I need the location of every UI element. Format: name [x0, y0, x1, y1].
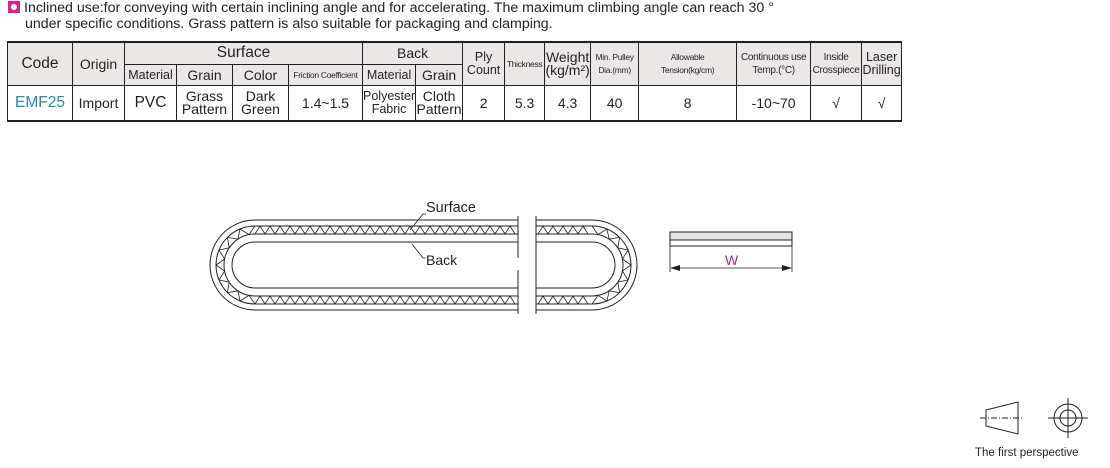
cell-material: PVC: [124, 84, 177, 122]
leader-lines: [409, 213, 426, 259]
cell-friction: 1.4~1.5: [288, 84, 363, 122]
first-angle-projection-icon: [980, 398, 1088, 438]
cell-weight: 4.3: [544, 84, 592, 122]
cell-temp: -10~70: [736, 84, 812, 122]
width-label: W: [725, 252, 739, 268]
header-thickness: Thickness: [504, 41, 546, 86]
cell-ply: 2: [462, 84, 506, 122]
header-weight: Weight(kg/m²): [544, 41, 592, 86]
header-surface-grain: Grain: [176, 63, 233, 86]
cell-laser: √: [861, 84, 903, 122]
surface-label: Surface: [426, 200, 476, 216]
perspective-label: The first perspective: [975, 447, 1079, 459]
cell-origin: Import: [72, 84, 125, 122]
intro-line-2: under specific conditions. Grass pattern…: [25, 16, 553, 32]
intro-line-1: Inclined use:for conveying with certain …: [8, 0, 1098, 16]
back-label: Back: [426, 252, 458, 268]
bullet-icon: [8, 1, 20, 13]
header-back-material: Material: [361, 63, 417, 86]
cell-pulley: 40: [590, 84, 640, 122]
header-surface: Surface: [124, 41, 363, 65]
header-surface-material: Material: [124, 63, 177, 86]
grass-pattern-icon: [215, 225, 632, 305]
header-origin: Origin: [72, 41, 125, 86]
intro-text: Inclined use:for conveying with certain …: [8, 0, 1098, 32]
break-lines: [516, 216, 537, 314]
header-friction: Friction Coefficient: [288, 63, 363, 86]
belt-side-view: [669, 231, 793, 272]
header-surface-color: Color: [232, 63, 289, 86]
cell-code: EMF25: [7, 84, 73, 122]
